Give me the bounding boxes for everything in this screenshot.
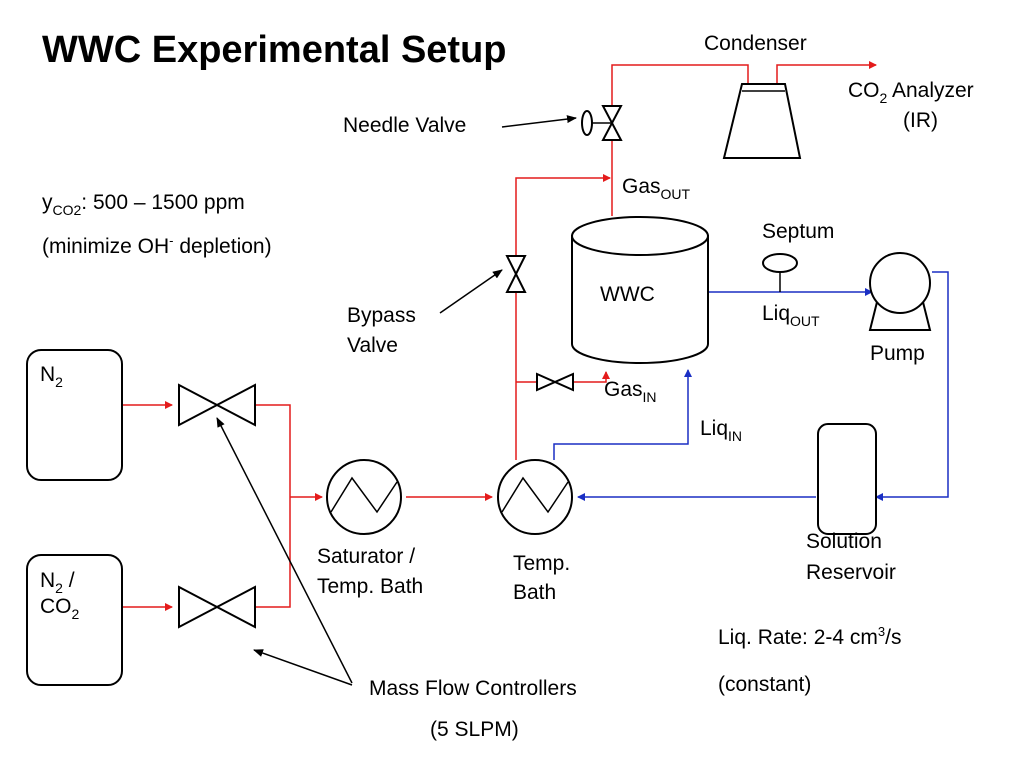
needle-valve-label: Needle Valve — [343, 114, 466, 137]
gas-out-label: GasOUT — [622, 175, 691, 202]
wwc-label: WWC — [600, 283, 655, 306]
septum — [762, 253, 798, 292]
condenser-label: Condenser — [704, 32, 807, 55]
mfc-pointer-top — [216, 417, 353, 684]
gas-in-valve[interactable] — [536, 372, 574, 392]
septum-label: Septum — [762, 220, 834, 243]
to-condenser-line — [611, 64, 752, 129]
pump[interactable] — [868, 252, 932, 331]
needle-valve[interactable] — [581, 105, 623, 141]
pump-label: Pump — [870, 342, 925, 365]
liq-in-label: LiqIN — [700, 417, 742, 444]
temp-bath-exchanger — [497, 459, 573, 535]
reservoir-label-line1: Solution — [806, 530, 882, 553]
liq-rate-text: Liq. Rate: 2-4 cm3/s — [718, 624, 901, 649]
bypass-valve-label-line2: Valve — [347, 334, 398, 357]
page-title: WWC Experimental Setup — [42, 29, 507, 71]
needle-valve-pointer — [501, 115, 577, 128]
bypass-valve-pointer — [439, 269, 503, 314]
liquid-lines — [553, 271, 949, 501]
yco2-range-text: yCO2: 500 – 1500 ppm — [42, 191, 245, 218]
mfc-pointer-bottom — [253, 649, 353, 686]
co2-analyzer-label-line2: (IR) — [903, 109, 938, 132]
liq-out-label: LiqOUT — [762, 302, 820, 329]
mfc-valve-top[interactable] — [178, 383, 256, 427]
n2-label: N2 — [40, 363, 63, 390]
mfc-label-line1: Mass Flow Controllers — [369, 677, 577, 700]
n2-co2-cylinder — [26, 554, 123, 686]
temp-bath-label-line1: Temp. — [513, 552, 570, 575]
oh-depletion-note: (minimize OH- depletion) — [42, 233, 272, 258]
solution-reservoir-tank — [817, 423, 877, 535]
mfc-label-line2: (5 SLPM) — [430, 718, 519, 741]
co2-analyzer-label: CO2 Analyzer — [848, 79, 974, 106]
n2-co2-label-line2: CO2 — [40, 595, 80, 622]
saturator-label-line2: Temp. Bath — [317, 575, 423, 598]
n2-co2-label-line1: N2 / — [40, 569, 75, 596]
bypass-valve[interactable] — [505, 255, 527, 293]
liq-rate-note: (constant) — [718, 673, 811, 696]
bypass-line — [515, 174, 611, 460]
temp-bath-label-line2: Bath — [513, 581, 556, 604]
saturator-exchanger — [326, 459, 402, 535]
gas-in-label: GasIN — [604, 378, 657, 405]
reservoir-label-line2: Reservoir — [806, 561, 896, 584]
liq-in-line — [553, 369, 692, 460]
condenser-flask — [722, 83, 802, 159]
wwc-column — [571, 216, 709, 364]
saturator-label-line1: Saturator / — [317, 545, 415, 568]
pump-to-reservoir-line — [875, 271, 949, 501]
mfc-valve-bottom[interactable] — [178, 585, 256, 629]
mfc-manifold-line — [256, 404, 291, 608]
n2-cylinder — [26, 349, 123, 481]
gas-in-line — [574, 371, 610, 383]
bypass-valve-label-line1: Bypass — [347, 304, 416, 327]
